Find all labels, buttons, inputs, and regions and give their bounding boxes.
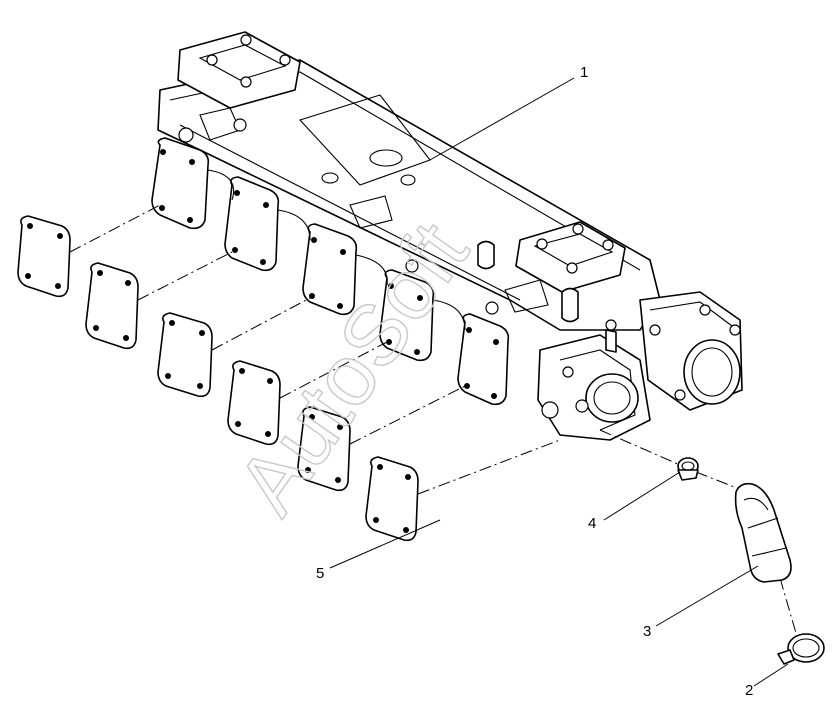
- assembly-lines: [69, 204, 799, 641]
- hose-clamp-large: [777, 633, 825, 665]
- leader-lines: [329, 77, 789, 687]
- hose-clamp-small: [677, 457, 699, 481]
- callout-5: 5: [316, 565, 324, 582]
- callout-1: 1: [580, 64, 588, 81]
- gaskets: [17, 215, 419, 542]
- intake-manifold: [151, 31, 743, 441]
- callout-4: 4: [588, 515, 596, 532]
- callout-2: 2: [745, 682, 753, 699]
- coolant-hose: [734, 482, 792, 583]
- callout-3: 3: [643, 623, 651, 640]
